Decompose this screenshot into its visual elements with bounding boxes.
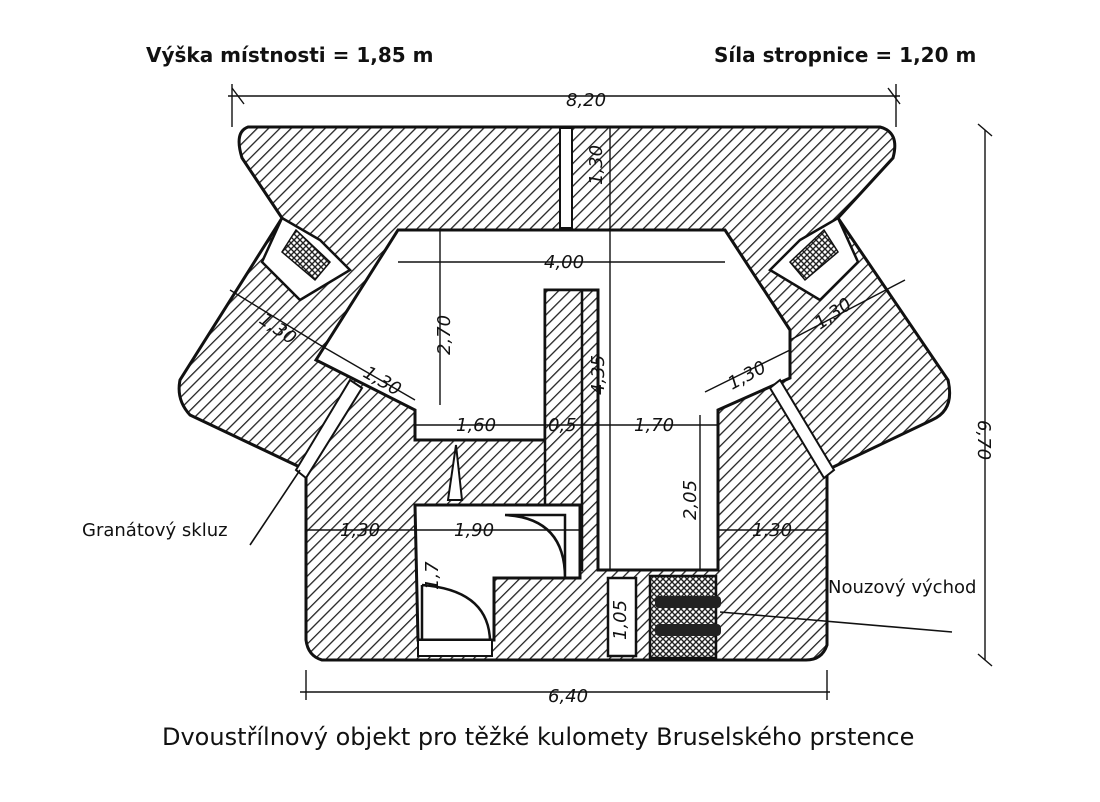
doorway-sill bbox=[417, 639, 493, 657]
figure-caption: Dvoustřílnový objekt pro těžké kulomety … bbox=[162, 723, 914, 751]
exit-bar-2 bbox=[655, 624, 721, 636]
room-height-label: Výška místnosti = 1,85 m bbox=[146, 43, 433, 67]
side-slot-right bbox=[768, 378, 836, 480]
grenade-chute-label: Granátový skluz bbox=[82, 520, 228, 541]
partition-wall bbox=[543, 288, 584, 572]
dim-inner-height-center: 4,35 bbox=[588, 355, 609, 395]
dim-roof-wall: 1,30 bbox=[586, 145, 607, 185]
grenade-chute bbox=[446, 444, 464, 501]
dim-chamber-right: 1,70 bbox=[634, 415, 674, 436]
grenade-chute-leader bbox=[249, 469, 301, 546]
dim-room-width: 1,90 bbox=[454, 520, 494, 541]
door-room-1 bbox=[504, 513, 567, 579]
dim-exit-height: 1,05 bbox=[610, 600, 631, 640]
emergency-exit-label: Nouzový východ bbox=[828, 577, 976, 598]
emergency-exit-leader bbox=[719, 611, 953, 633]
emergency-exit-passage bbox=[606, 576, 638, 658]
dim-total-width-top: 8,20 bbox=[566, 90, 606, 111]
dimension-lines bbox=[228, 84, 993, 700]
dim-total-width-bottom: 6,40 bbox=[548, 686, 588, 707]
main-chamber bbox=[313, 228, 792, 572]
dim-partition: 0,5 bbox=[548, 415, 577, 436]
emergency-exit-fill bbox=[648, 574, 718, 660]
dim-side-wall-right: 1,30 bbox=[752, 520, 792, 541]
embrasure-left-inner bbox=[281, 228, 332, 282]
exit-bar-1 bbox=[655, 596, 721, 608]
dim-corridor-height: 2,05 bbox=[680, 480, 701, 520]
roof-slot bbox=[559, 127, 573, 229]
dim-inner-top-width: 4,00 bbox=[544, 252, 584, 273]
dim-side-wall-left: 1,30 bbox=[340, 520, 380, 541]
dim-chamber-left: 1,60 bbox=[456, 415, 496, 436]
embrasure-right-inner bbox=[788, 228, 839, 282]
dim-inner-height-left: 2,70 bbox=[434, 315, 455, 355]
ceiling-thickness-label: Síla stropnice = 1,20 m bbox=[714, 43, 976, 67]
side-slot-left bbox=[294, 378, 364, 480]
dim-door-height: 1,7 bbox=[422, 561, 443, 590]
dim-total-height: 6,70 bbox=[973, 420, 994, 460]
